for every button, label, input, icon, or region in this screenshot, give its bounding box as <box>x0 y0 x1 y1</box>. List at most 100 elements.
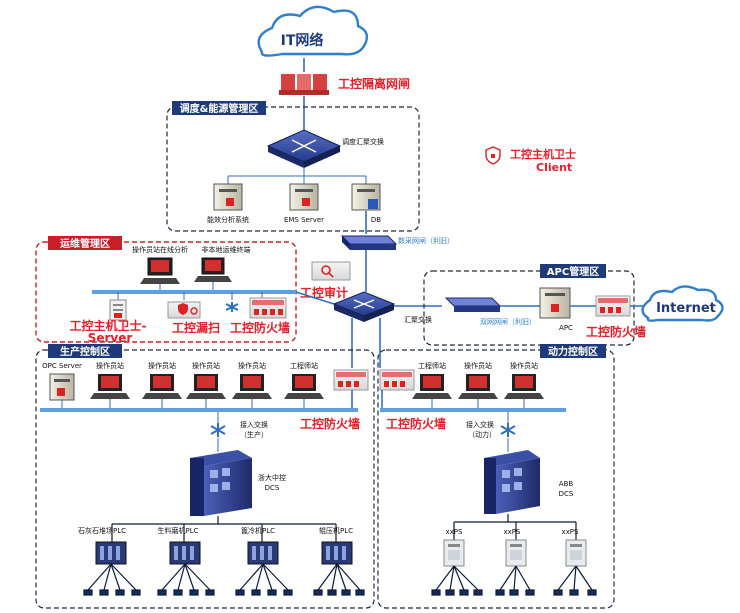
data-gateway-device <box>340 235 398 250</box>
apc-zone <box>423 270 635 346</box>
prod-workstation <box>186 374 226 399</box>
plc-label-2: 篦冷机PLC <box>241 526 275 535</box>
prod-dcs-label-1: 浙大中控 <box>258 473 286 482</box>
ops-firewall-label: 工控防火墙 <box>230 320 290 335</box>
prod-node-label-5: 工程师站 <box>290 361 318 370</box>
audit-device <box>311 261 351 281</box>
power-dcs-label-1: ABB <box>559 480 574 488</box>
power-access-label-1: 接入交换 <box>466 420 494 429</box>
power-zone-title: 动力控制区 <box>548 345 598 358</box>
it-network-cloud: IT网络 <box>257 5 369 57</box>
apc-dual-link-label: 双网网闸（利旧） <box>480 317 536 326</box>
ops-firewall-device <box>249 297 287 319</box>
prod-access-switch <box>210 423 226 437</box>
prod-access-label-1: 接入交换 <box>240 420 268 429</box>
power-access-switch <box>500 423 516 437</box>
production-zone-title: 生产控制区 <box>60 345 110 358</box>
ps-device <box>505 539 527 567</box>
field-devices-production <box>83 563 365 596</box>
host-guard-label-line1: 工控主机卫士- <box>70 318 147 333</box>
ops-workstation-2 <box>194 257 232 282</box>
plc-device <box>321 541 353 565</box>
prod-dcs-cabinet <box>190 450 252 516</box>
server-label-0: 能效分析系统 <box>207 215 249 224</box>
production-zone <box>35 349 375 609</box>
apc-zone-title: APC管理区 <box>547 265 599 278</box>
isolation-gap-label: 工控隔离网闸 <box>338 76 410 91</box>
ops-zone-title: 运维管理区 <box>60 237 110 250</box>
plc-label-0: 石灰石堆场PLC <box>78 526 126 535</box>
prod-workstation <box>142 374 182 399</box>
power-node-label-2: 操作员站 <box>510 361 538 370</box>
plc-label-1: 生料磨机PLC <box>157 526 198 535</box>
plc-device <box>247 541 279 565</box>
ops-station2-label: 非本地运维终端 <box>202 245 251 254</box>
leak-scan-device <box>167 301 201 319</box>
server-energy-analysis <box>213 183 243 211</box>
power-workstation <box>458 374 498 399</box>
host-guard-label-line2: Server <box>88 331 133 345</box>
prod-firewall-device <box>333 369 369 391</box>
power-engineer-station <box>412 374 452 399</box>
power-access-label-2: （动力） <box>468 430 496 439</box>
apc-server <box>539 287 571 319</box>
prod-workstation <box>90 374 130 399</box>
apc-zone-tag <box>540 264 606 278</box>
client-legend-line2: Client <box>536 161 572 174</box>
ops-switch-device <box>225 302 239 312</box>
prod-access-label-2: （生产） <box>240 430 268 439</box>
core-switch-label: 汇聚交换 <box>404 315 432 324</box>
prod-workstation <box>232 374 272 399</box>
prod-node-label-2: 操作员站 <box>148 361 176 370</box>
power-node-label-0: 工程师站 <box>418 361 446 370</box>
prod-node-label-0: OPC Server <box>42 362 82 370</box>
leak-scan-label: 工控漏扫 <box>172 320 220 335</box>
apc-firewall-device <box>595 295 631 317</box>
power-firewall-device <box>379 369 415 391</box>
power-zone-tag <box>540 344 606 358</box>
apc-dual-gateway <box>444 297 502 312</box>
shield-icon <box>485 146 501 165</box>
audit-label: 工控审计 <box>300 285 348 300</box>
prod-node-label-3: 操作员站 <box>192 361 220 370</box>
server-ems <box>289 183 319 211</box>
host-guard-server-device <box>109 299 127 321</box>
dispatch-zone <box>166 106 420 232</box>
dispatch-zone-title: 调度&能源管理区 <box>180 102 259 115</box>
it-network-label: IT网络 <box>281 32 324 49</box>
dispatch-switch <box>266 129 342 168</box>
power-workstation <box>504 374 544 399</box>
ps-device <box>443 539 465 567</box>
opc-server <box>49 373 75 401</box>
power-dcs-label-2: DCS <box>559 490 574 498</box>
internet-cloud: Internet <box>641 285 724 322</box>
prod-dcs-label-2: DCS <box>265 484 280 492</box>
power-dcs-cabinet <box>484 450 540 514</box>
apc-label: APC <box>559 324 573 332</box>
plc-device <box>95 541 127 565</box>
ps-label-1: xxPS <box>504 528 522 536</box>
ps-device <box>565 539 587 567</box>
dispatch-zone-tag <box>172 101 266 115</box>
internet-label: Internet <box>656 301 716 316</box>
ops-workstation-1 <box>140 257 180 284</box>
power-zone <box>377 349 615 609</box>
plc-label-3: 辊压机PLC <box>319 526 353 535</box>
dispatch-switch-label: 调度汇聚交换 <box>342 137 384 146</box>
prod-engineer-station <box>284 374 324 399</box>
field-devices-power <box>431 565 597 596</box>
isolation-gap-device <box>279 74 329 95</box>
plc-device <box>169 541 201 565</box>
server-label-2: DB <box>371 216 381 224</box>
apc-firewall-label: 工控防火墙 <box>586 324 646 339</box>
ps-label-2: xxPS <box>562 528 580 536</box>
server-label-1: EMS Server <box>284 216 324 224</box>
ops-zone-tag <box>48 236 122 250</box>
ops-station1-label: 操作员站在线分析 <box>132 245 188 254</box>
prod-node-label-1: 操作员站 <box>96 361 124 370</box>
power-firewall-label: 工控防火墙 <box>386 416 446 431</box>
production-zone-tag <box>48 344 122 358</box>
data-gateway-label: 数采网闸（利旧） <box>398 236 454 245</box>
ps-label-0: xxPS <box>446 528 464 536</box>
